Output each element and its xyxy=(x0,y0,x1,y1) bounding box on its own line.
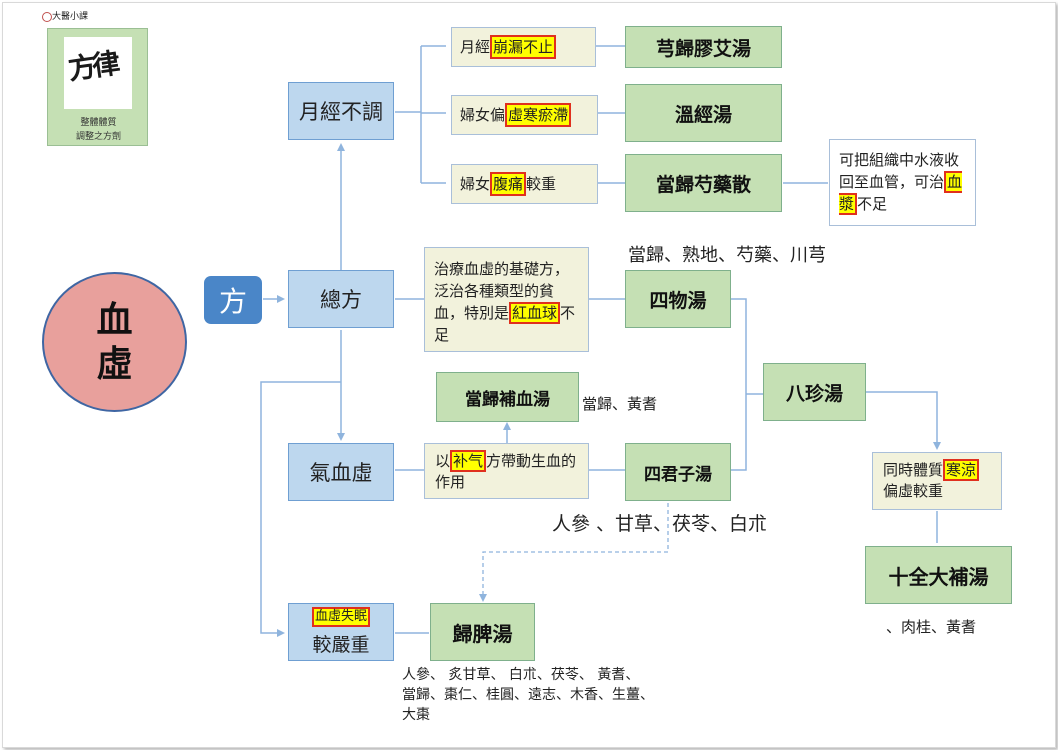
highlight-hongxueqiu: 紅血球 xyxy=(509,302,561,324)
ingredients-guipi-line1: 人參、 炙甘草、 白朮、茯苓、 黃耆、 xyxy=(402,667,640,683)
formula-guipi: 歸脾湯 xyxy=(430,603,535,661)
note-basic: 治療血虛的基礎方，泛治各種類型的貧血，特別是紅血球不足 xyxy=(424,247,589,352)
ingredients-sijunzi: 人參 、甘草、茯苓、白朮 xyxy=(552,513,768,535)
formula-wenjing: 溫經湯 xyxy=(625,84,782,142)
connector-loop-jiaoyanzhong xyxy=(260,381,341,637)
logo-top-text: 大醫小課 xyxy=(42,9,88,22)
formula-siwu: 四物湯 xyxy=(625,270,731,328)
fang-label: 方 xyxy=(218,285,247,318)
highlight-futong: 腹痛 xyxy=(490,172,527,196)
logo-calligraphy: 方律 xyxy=(66,46,119,87)
formula-shiquan: 十全大補湯 xyxy=(865,546,1012,604)
note-buqi-prefix: 以 xyxy=(435,452,451,470)
highlight-bengloubuzhi: 崩漏不止 xyxy=(490,35,557,59)
highlight-buqi: 补气 xyxy=(450,450,487,472)
note-buqi: 以补气方帶動生血的作用 xyxy=(424,443,589,499)
note-hanliang-prefix: 同時體質 xyxy=(883,461,944,479)
note-shuiye-text: 可把組織中水液收回至血管，可治 xyxy=(839,151,960,191)
logo-inner: 方律 xyxy=(64,37,132,109)
note-shuiye-suffix: 不足 xyxy=(857,195,888,213)
logo: 方律 整體體質 調整之方劑 xyxy=(47,28,148,146)
node-zongfang: 總方 xyxy=(288,270,394,328)
formula-sijunzi: 四君子湯 xyxy=(625,443,731,501)
note-beng: 月經崩漏不止 xyxy=(451,27,596,67)
ingredients-guipi-line2: 當歸、棗仁、桂圓、遠志、木香、生薑、 xyxy=(402,687,654,703)
ingredients-shiquan: 、肉桂、黃耆 xyxy=(886,618,977,636)
highlight-xuexu-shimian: 血虛失眠 xyxy=(311,607,370,627)
note-xuhan-prefix: 婦女偏 xyxy=(460,106,506,124)
highlight-xuhanyuzhi: 虛寒瘀滯 xyxy=(505,103,572,127)
note-futong: 婦女腹痛較重 xyxy=(451,164,598,204)
connector-bazhen-hanliang xyxy=(866,391,941,450)
node-jiaoyanzhong: 血虛失眠 較嚴重 xyxy=(288,603,394,661)
note-beng-prefix: 月經 xyxy=(460,38,491,56)
formula-bazhen: 八珍湯 xyxy=(763,363,866,421)
connector-sijunzi-guipi-dashed xyxy=(479,503,669,602)
formula-xiongguijiao: 芎歸膠艾湯 xyxy=(625,26,782,68)
note-xuhan: 婦女偏虛寒瘀滯 xyxy=(451,95,598,135)
note-futong-suffix: 較重 xyxy=(526,175,557,193)
note-basic-text: 治療血虛的基礎方，泛治各種類型的貧血，特別是 xyxy=(434,260,570,322)
note-basic-suffix: 不足 xyxy=(434,304,576,344)
note-hanliang-suffix: 偏虛較重 xyxy=(883,482,944,500)
connector-yuejing-bracket xyxy=(395,45,446,184)
node-qixuexu: 氣血虛 xyxy=(288,443,394,501)
logo-seal-icon xyxy=(42,11,52,22)
node-yuejing-butiao: 月經不調 xyxy=(288,82,394,140)
note-buqi-suffix: 方帶動生血的作用 xyxy=(435,452,577,491)
jiaoyanzhong-label: 較嚴重 xyxy=(312,634,370,656)
logo-caption-line1: 整體體質 xyxy=(80,118,117,128)
highlight-hanliang: 寒涼 xyxy=(943,459,980,481)
fang-box: 方 xyxy=(204,276,262,324)
ingredients-dangguibuxue: 當歸、黃耆 xyxy=(582,395,658,413)
note-shuiye: 可把組織中水液收回至血管，可治血漿不足 xyxy=(829,139,976,226)
formula-dangguishaoyao: 當歸芍藥散 xyxy=(625,154,782,212)
main-circle: 血虛 xyxy=(42,272,187,412)
logo-caption-line2: 調整之方劑 xyxy=(75,132,121,142)
note-hanliang: 同時體質寒涼偏虛較重 xyxy=(872,452,1002,510)
ingredients-siwu: 當歸、熟地、芍藥、川芎 xyxy=(628,245,826,266)
note-futong-prefix: 婦女 xyxy=(460,175,491,193)
connector-siwu-sijunzi-bazhen xyxy=(731,298,763,471)
formula-dangguibuxue: 當歸補血湯 xyxy=(436,372,579,422)
logo-top-label: 大醫小課 xyxy=(52,12,89,22)
ingredients-guipi-line3: 大棗 xyxy=(402,707,430,723)
main-circle-label: 血虛 xyxy=(96,299,133,385)
